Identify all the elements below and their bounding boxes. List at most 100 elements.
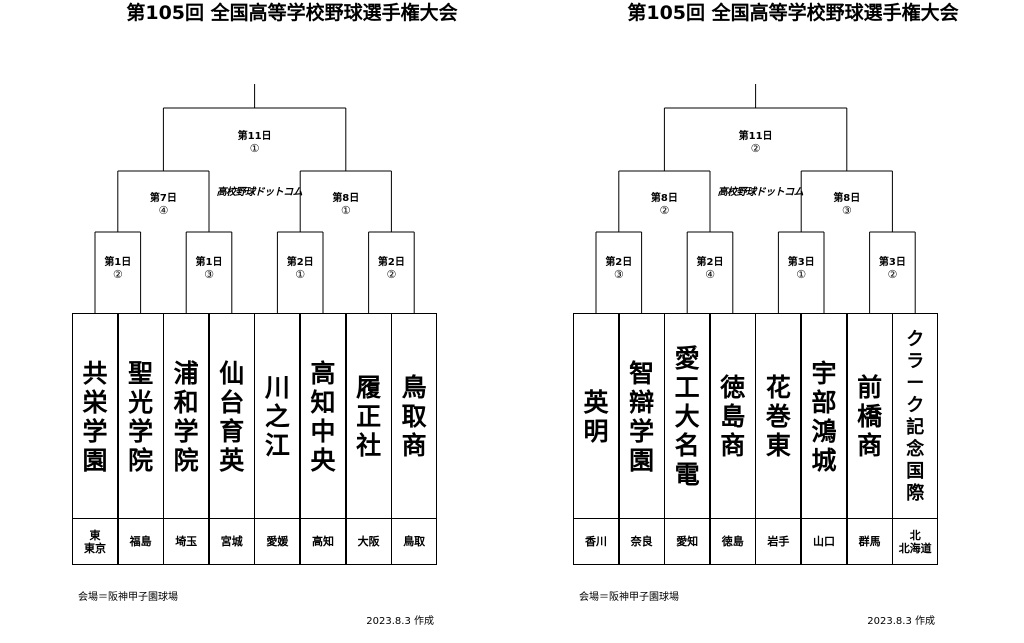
round-day: 第2日 <box>377 257 405 268</box>
round-day: 第3日 <box>787 257 815 268</box>
round-match-number: ① <box>295 268 306 281</box>
team-prefecture: 愛知 <box>665 518 710 564</box>
round-day: 第11日 <box>738 131 773 142</box>
site-logo: 高校野球ドットコム <box>717 187 804 198</box>
team-cell: 浦和学院埼玉 <box>163 313 210 565</box>
round-day: 第3日 <box>878 257 906 268</box>
team-cell: 前橋商群馬 <box>846 313 893 565</box>
round-match-number: ③ <box>613 268 624 281</box>
team-cell: 愛工大名電愛知 <box>664 313 711 565</box>
team-cell: 川之江愛媛 <box>254 313 301 565</box>
team-name: 前橋商 <box>857 373 883 460</box>
team-name: 宇部鴻城 <box>811 358 837 475</box>
round-day: 第2日 <box>605 257 633 268</box>
bracket-lines <box>595 84 916 313</box>
team-cell: 聖光学院福島 <box>117 313 164 565</box>
team-prefecture: 奈良 <box>619 518 664 564</box>
team-name: 徳島商 <box>720 373 746 460</box>
team-name: 共栄学園 <box>82 358 108 475</box>
round-match-number: ② <box>386 268 397 281</box>
team-prefecture: 宮城 <box>209 518 254 564</box>
round-match-number: ③ <box>204 268 214 281</box>
round-match-number: ② <box>750 142 761 155</box>
round-day: 第2日 <box>696 257 724 268</box>
team-name: 英明 <box>583 387 609 446</box>
venue-note: 会場＝阪神甲子園球場 <box>579 592 679 603</box>
round-match-number: ④ <box>158 204 169 217</box>
round-day: 第8日 <box>332 193 360 204</box>
team-cell: 鳥取商鳥取 <box>391 313 438 565</box>
team-name: 川之江 <box>264 373 290 460</box>
team-name: 花巻東 <box>765 373 791 460</box>
team-prefecture: 東東京 <box>73 518 117 564</box>
team-cell: 徳島商徳島 <box>709 313 756 565</box>
round-day: 第8日 <box>833 193 861 204</box>
round-match-number: ① <box>796 268 807 281</box>
team-cell: 仙台育英宮城 <box>208 313 255 565</box>
team-name: クラーク記念国際 <box>906 328 925 504</box>
team-prefecture: 愛媛 <box>255 518 300 564</box>
team-cell: 宇部鴻城山口 <box>801 313 847 565</box>
team-name: 履正社 <box>356 373 382 460</box>
team-cell: 智辯学園奈良 <box>618 313 665 565</box>
round-match-number: ② <box>659 204 670 217</box>
team-name: 愛工大名電 <box>674 344 700 489</box>
team-cell: 花巻東岩手 <box>755 313 802 565</box>
bracket-lines <box>94 84 415 313</box>
round-match-number: ② <box>887 268 898 281</box>
team-prefecture: 香川 <box>574 518 618 564</box>
team-prefecture: 岩手 <box>756 518 801 564</box>
round-day: 第11日 <box>237 131 272 142</box>
team-name: 智辯学園 <box>629 358 655 475</box>
team-prefecture: 鳥取 <box>392 518 437 564</box>
team-name: 浦和学院 <box>173 358 199 475</box>
created-date: 2023.8.3 作成 <box>366 616 434 627</box>
team-name: 鳥取商 <box>401 373 427 460</box>
team-prefecture: 大阪 <box>346 518 391 564</box>
round-day: 第1日 <box>195 257 223 268</box>
round-match-number: ④ <box>705 268 715 281</box>
round-match-number: ③ <box>841 204 852 217</box>
team-cell: 共栄学園東東京 <box>72 313 118 565</box>
venue-note: 会場＝阪神甲子園球場 <box>78 592 178 603</box>
team-cell: クラーク記念国際北北海道 <box>892 313 939 565</box>
team-name: 仙台育英 <box>219 358 245 475</box>
team-prefecture: 北北海道 <box>893 518 938 564</box>
round-day: 第2日 <box>286 257 314 268</box>
round-day: 第1日 <box>104 257 132 268</box>
team-cell: 高知中央高知 <box>300 313 346 565</box>
team-prefecture: 福島 <box>118 518 163 564</box>
team-prefecture: 山口 <box>802 518 846 564</box>
team-cell: 履正社大阪 <box>345 313 392 565</box>
round-match-number: ② <box>112 268 123 281</box>
team-name: 高知中央 <box>310 358 336 475</box>
bracket-title: 第105回 全国高等学校野球選手権大会 <box>126 2 458 24</box>
round-day: 第7日 <box>149 193 177 204</box>
team-cell: 英明香川 <box>573 313 619 565</box>
round-day: 第8日 <box>650 193 678 204</box>
site-logo: 高校野球ドットコム <box>216 187 303 198</box>
bracket-title: 第105回 全国高等学校野球選手権大会 <box>627 2 959 24</box>
round-match-number: ① <box>340 204 351 217</box>
team-prefecture: 群馬 <box>847 518 892 564</box>
created-date: 2023.8.3 作成 <box>867 616 935 627</box>
round-match-number: ① <box>249 142 260 155</box>
team-prefecture: 埼玉 <box>164 518 209 564</box>
team-prefecture: 高知 <box>301 518 345 564</box>
team-prefecture: 徳島 <box>710 518 755 564</box>
